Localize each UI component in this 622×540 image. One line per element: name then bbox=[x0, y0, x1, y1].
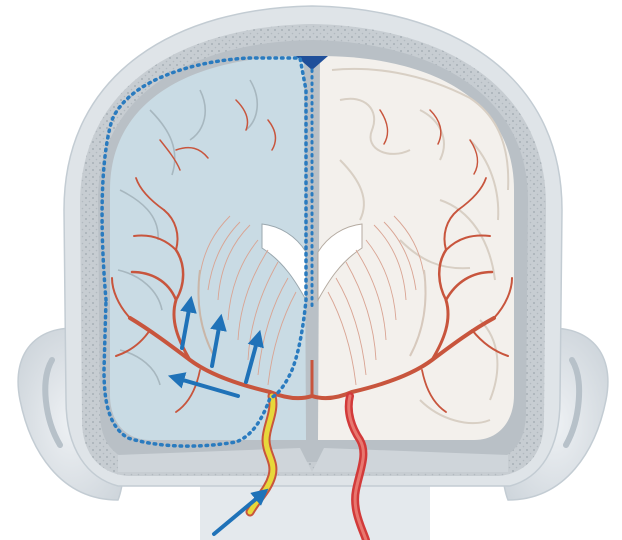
brain-diagram bbox=[0, 0, 622, 540]
figure bbox=[0, 0, 622, 540]
